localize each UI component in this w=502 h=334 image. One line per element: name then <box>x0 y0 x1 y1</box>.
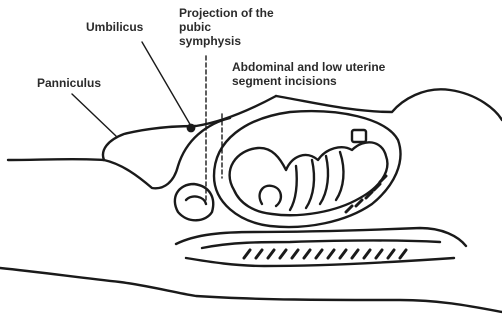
uterus-outline <box>214 111 400 227</box>
label-umbilicus: Umbilicus <box>86 20 143 34</box>
spine-hatching <box>244 250 406 258</box>
label-incisions-line-1: Abdominal and low uterine <box>232 60 385 74</box>
label-panniculus: Panniculus <box>37 76 101 90</box>
canal-inner-line <box>202 241 440 249</box>
label-incisions-line-2: segment incisions <box>232 74 385 88</box>
fetal-limbs <box>290 152 343 210</box>
pelvic-floor-outline <box>186 258 454 266</box>
pubic-bone <box>186 197 206 204</box>
label-pubic-symphysis-line-3: symphysis <box>179 34 274 48</box>
fetal-hand <box>352 130 366 142</box>
back-outline <box>276 89 502 120</box>
fetal-head-detail <box>260 186 281 206</box>
label-pubic-symphysis-line-2: pubic <box>179 20 274 34</box>
thigh-outline <box>0 268 502 312</box>
lower-canal-outline <box>176 228 466 246</box>
label-pubic-symphysis: Projection of the pubic symphysis <box>179 6 274 48</box>
umbilicus-leader-line <box>142 42 191 126</box>
panniculus-leader-line <box>72 94 116 136</box>
panniculus-outline <box>8 118 230 188</box>
label-pubic-symphysis-line-1: Projection of the <box>179 6 274 20</box>
bladder-outline <box>175 184 213 220</box>
label-incisions: Abdominal and low uterine segment incisi… <box>232 60 385 88</box>
